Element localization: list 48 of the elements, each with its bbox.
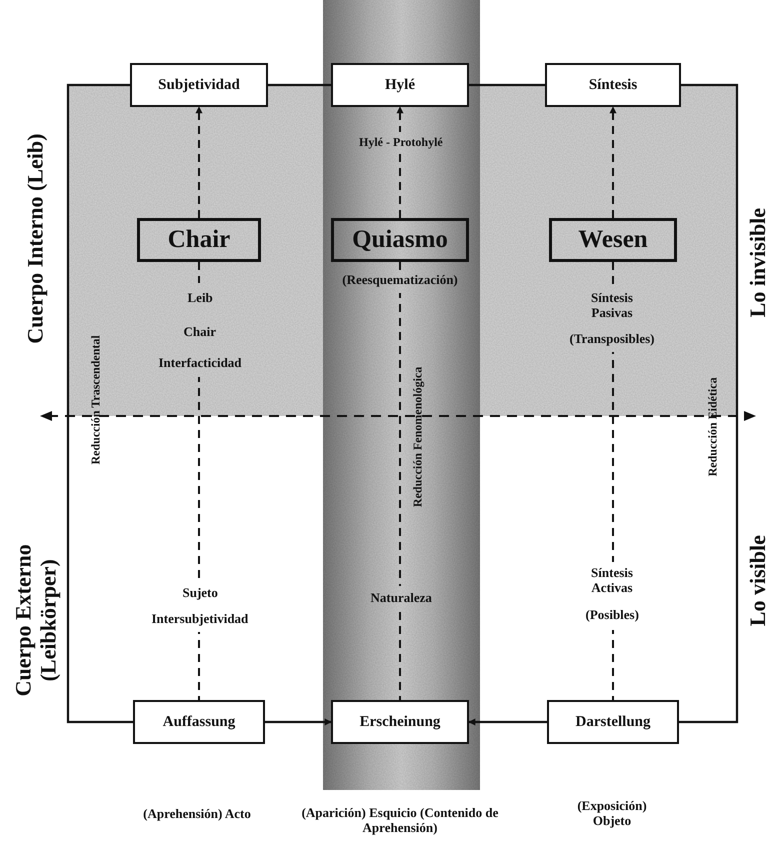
arrow [265, 718, 332, 726]
concept-box [549, 218, 677, 262]
caption-text: (Reesquematización) [341, 273, 459, 288]
term-label: Sujeto [182, 586, 218, 600]
axis-label: Reducción Eidética [706, 377, 720, 476]
box-label: Quiasmo [352, 226, 448, 254]
box-label: Síntesis [588, 76, 638, 94]
term-box [130, 63, 268, 107]
term-label: Hylé - Protohylé [359, 136, 443, 150]
connector-line [268, 84, 331, 86]
term-label: (Transposibles) [570, 332, 654, 346]
axis-label: Reducción Trascendental [89, 335, 104, 465]
term-label: Síntesis Activas [590, 566, 634, 596]
box-label: Erscheinung [360, 714, 440, 730]
axis-label: Cuerpo Interno (Leib) [22, 133, 48, 344]
term-box [331, 700, 469, 744]
dashed-arrow [396, 106, 404, 218]
box-label: Subjetividad [158, 76, 240, 94]
dashed-arrow [196, 106, 202, 218]
term-label: (Aparición) Esquicio (Contenido de Aprehensión) [300, 806, 500, 836]
term-box [545, 63, 681, 107]
term-box [133, 700, 265, 744]
box-label: Wesen [578, 226, 648, 254]
connector-line [66, 84, 133, 724]
box-label: Darstellung [576, 714, 650, 730]
box-label: Hylé [385, 76, 415, 94]
term-label: Intersubjetividad [152, 612, 248, 626]
connector-line [679, 84, 738, 724]
axis-label: Reducción Fenomenológica [411, 366, 426, 508]
term-label: Síntesis Pasivas [590, 291, 634, 321]
term-label: (Exposición) Objeto [576, 799, 648, 829]
box-label: Auffassung [162, 714, 236, 730]
axis-label: Cuerpo Externo (Leibkörper) [10, 542, 62, 698]
axis-label: Lo invisible [744, 207, 770, 317]
term-box [547, 700, 679, 744]
arrow [468, 718, 547, 726]
dashed-arrow [610, 106, 616, 218]
connector-line [469, 84, 545, 86]
term-label: Leib [188, 290, 213, 306]
term-label: (Aprehensión) Acto [142, 806, 252, 822]
axis-label: Lo visible [744, 534, 770, 626]
term-label: Naturaleza [370, 590, 432, 606]
concept-box [137, 218, 261, 262]
term-box [331, 63, 469, 107]
term-label: Interfacticidad [158, 356, 242, 370]
box-label: Chair [168, 226, 230, 254]
term-label: Chair [184, 324, 216, 340]
term-label: (Posibles) [586, 608, 639, 622]
